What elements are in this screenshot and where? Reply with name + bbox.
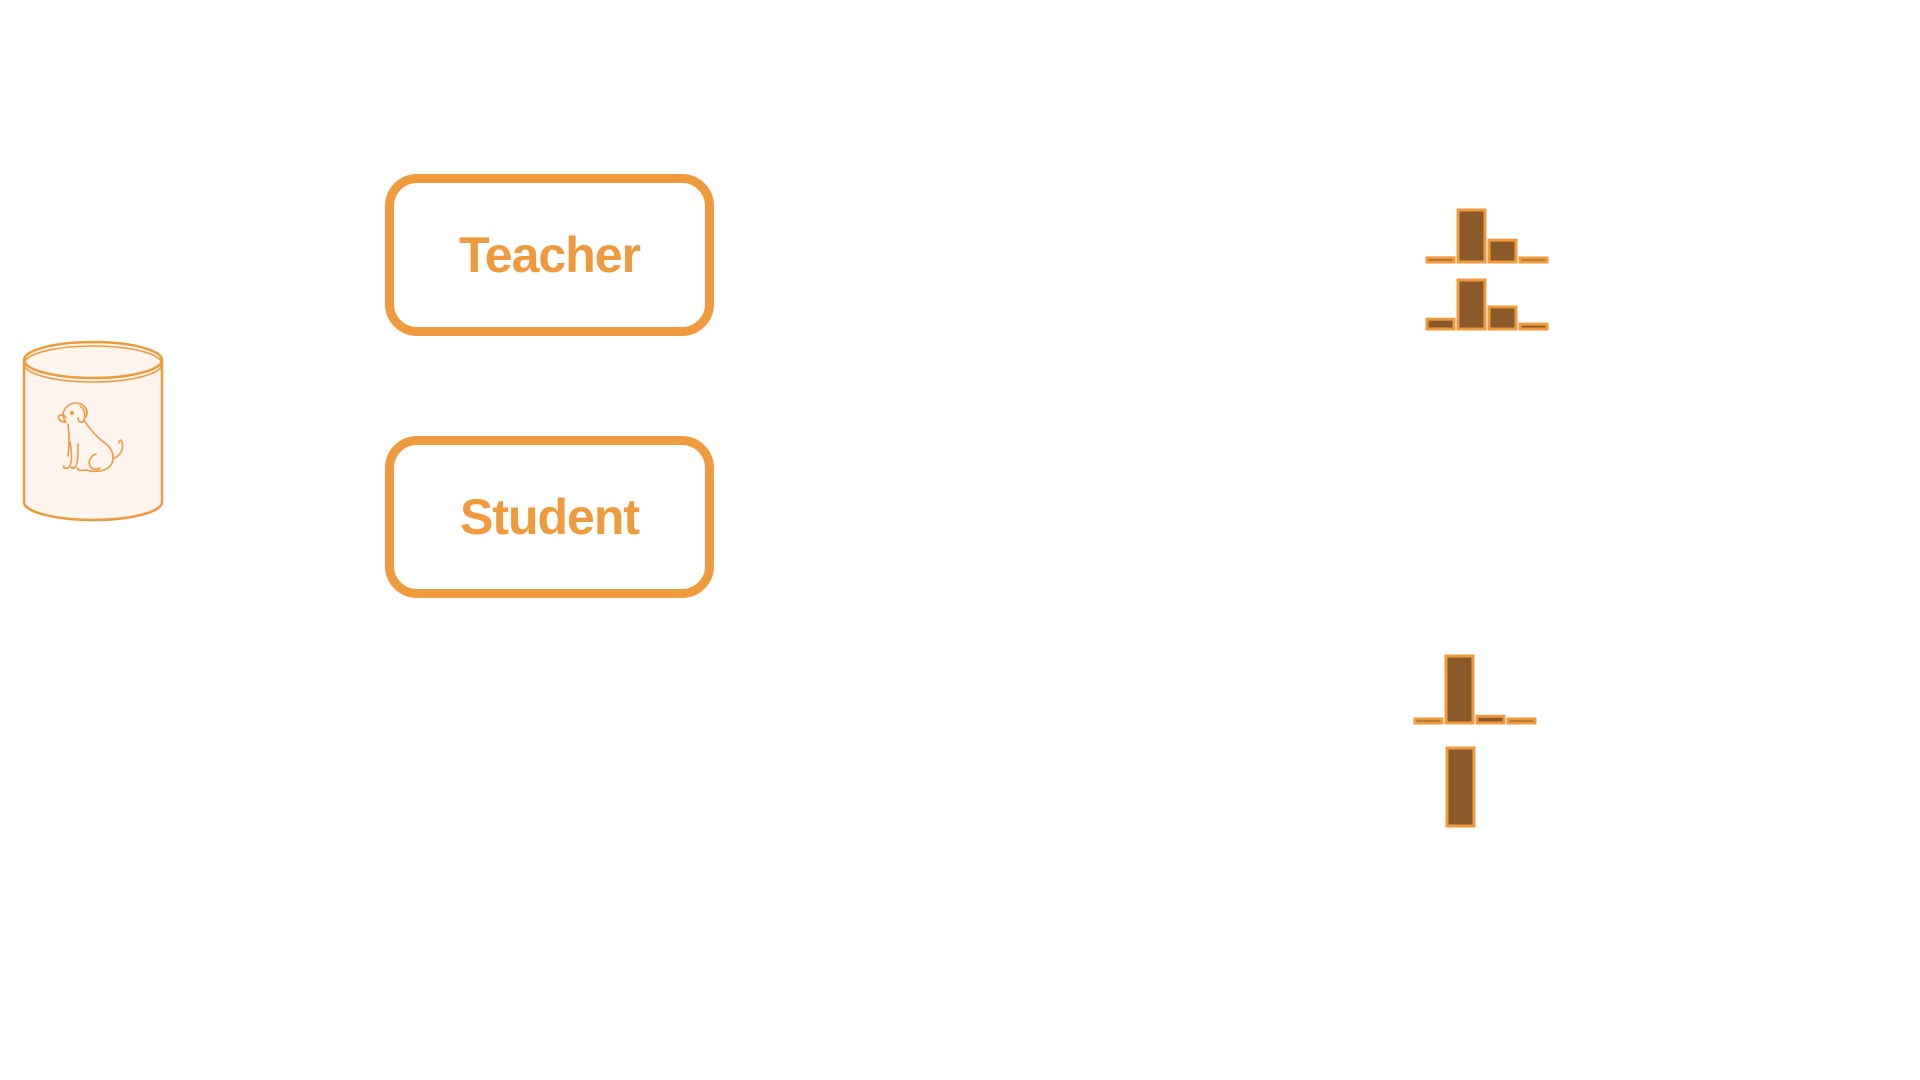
histogram-bar [1444,654,1475,725]
histogram-bar [1518,256,1549,264]
histogram-bar [1518,322,1549,331]
histogram-bar [1487,238,1518,264]
teacher-box: Teacher [385,174,714,336]
histogram-bar [1425,256,1456,264]
student-label: Student [459,489,640,545]
histogram-bar [1425,317,1456,331]
histogram-bar [1413,717,1444,725]
dataset-cylinder-icon [22,340,164,522]
target-distribution [1445,746,1476,828]
histogram-bar [1506,717,1537,725]
histogram-bar [1456,208,1487,264]
student-box: Student [385,436,714,598]
teacher-distribution-2 [1425,278,1549,331]
teacher-label: Teacher [458,227,641,283]
student-distribution [1413,654,1537,725]
histogram-bar [1475,714,1506,725]
teacher-distribution-1 [1425,208,1549,264]
dog-icon [57,402,124,473]
histogram-bar [1445,746,1476,828]
histogram-bar [1487,305,1518,331]
histogram-bar [1456,278,1487,331]
